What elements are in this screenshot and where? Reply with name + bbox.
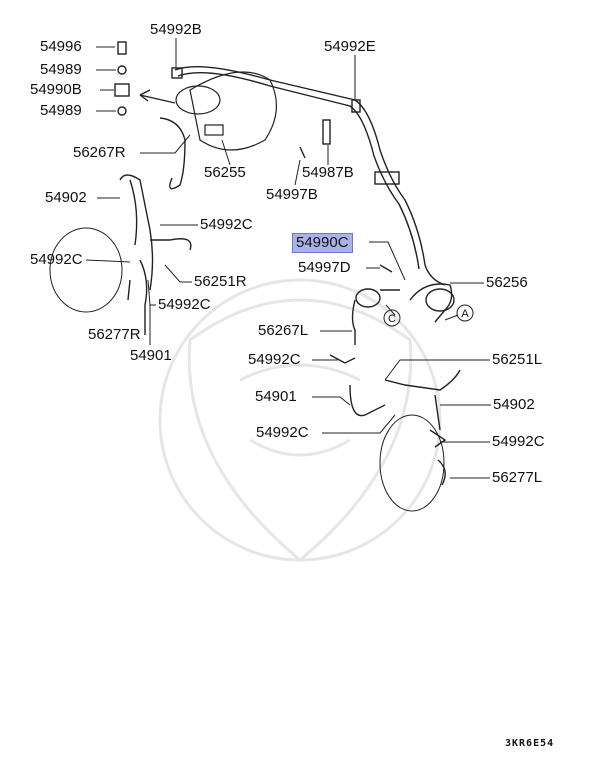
part-label[interactable]: 54992C xyxy=(200,216,253,233)
watermark-emblem xyxy=(158,278,442,562)
brake-lines xyxy=(49,41,461,512)
part-label[interactable]: 56251R xyxy=(194,273,247,290)
part-label[interactable]: 54992C xyxy=(158,296,211,313)
part-label[interactable]: 54902 xyxy=(493,396,535,413)
marker-a-label: A xyxy=(461,308,469,320)
part-label[interactable]: 56255 xyxy=(204,164,246,181)
marker-a xyxy=(456,304,474,322)
part-label[interactable]: 54901 xyxy=(255,388,297,405)
part-label[interactable]: 54992C xyxy=(256,424,309,441)
part-label[interactable]: 54992C xyxy=(248,351,301,368)
part-label[interactable]: 56256 xyxy=(486,274,528,291)
part-label[interactable]: 56267R xyxy=(73,144,126,161)
part-label[interactable]: 54996 xyxy=(40,38,82,55)
part-label[interactable]: 54990B xyxy=(30,81,82,98)
leader-lines xyxy=(85,38,491,479)
part-label[interactable]: 54997B xyxy=(266,186,318,203)
part-label[interactable]: 54992E xyxy=(324,38,376,55)
direction-arrow xyxy=(139,89,176,104)
part-label[interactable]: 54901 xyxy=(130,347,172,364)
part-label[interactable]: 54989 xyxy=(40,61,82,78)
part-label[interactable]: 54989 xyxy=(40,102,82,119)
diagram-code: 3KR6E54 xyxy=(505,738,555,749)
part-label[interactable]: 54997D xyxy=(298,259,351,276)
part-label[interactable]: 56277L xyxy=(492,469,543,486)
marker-c xyxy=(383,309,401,327)
marker-c-label: C xyxy=(388,313,396,325)
part-label[interactable]: 56267L xyxy=(258,322,309,339)
part-label-highlighted[interactable]: 54990C xyxy=(292,233,353,253)
part-label[interactable]: 54992B xyxy=(150,21,202,38)
part-label[interactable]: 56277R xyxy=(88,326,141,343)
part-label[interactable]: 56251L xyxy=(492,351,543,368)
part-label[interactable]: 54902 xyxy=(45,189,87,206)
part-label[interactable]: 54992C xyxy=(30,251,83,268)
part-label[interactable]: 54992C xyxy=(492,433,545,450)
part-label[interactable]: 54987B xyxy=(302,164,354,181)
master-cylinder-drawing xyxy=(175,71,278,151)
